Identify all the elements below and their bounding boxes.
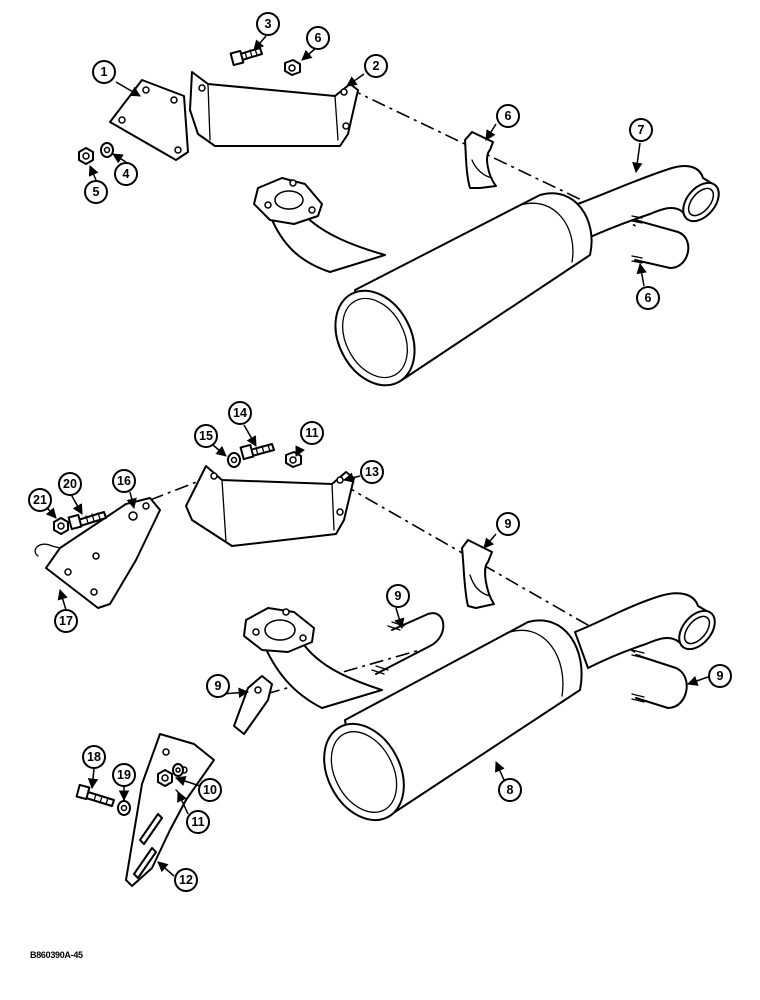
svg-text:6: 6	[315, 31, 322, 45]
svg-text:12: 12	[179, 873, 193, 887]
upper-nut-washer	[78, 142, 114, 165]
svg-text:11: 11	[191, 815, 204, 829]
lower-bolt-nut-left	[53, 511, 107, 535]
lower-small-hanger	[233, 675, 273, 735]
svg-text:9: 9	[395, 589, 402, 603]
callout-9-right-u-bolt: 9	[708, 664, 732, 688]
svg-text:1: 1	[101, 65, 108, 79]
lower-bolt-washer-top	[227, 443, 275, 468]
callout-10: 10	[198, 778, 222, 802]
lower-mounting-plate	[34, 497, 161, 609]
figure-code: B860390A-45	[30, 950, 83, 960]
callout-5: 5	[84, 180, 108, 204]
svg-text:13: 13	[365, 465, 379, 479]
lower-u-bolt-center	[371, 612, 445, 675]
callout-1: 1	[92, 60, 116, 84]
upper-bolt	[229, 47, 263, 67]
lower-inlet-pipe	[243, 607, 383, 709]
callout-2: 2	[364, 54, 388, 78]
callout-6-u-bolt: 6	[636, 286, 660, 310]
callout-6-hanger: 6	[496, 104, 520, 128]
svg-text:15: 15	[199, 429, 213, 443]
callout-18: 18	[82, 745, 106, 769]
callout-13: 13	[360, 460, 384, 484]
callout-4: 4	[114, 162, 138, 186]
upper-nut-top	[284, 59, 301, 76]
lower-hanger-bracket	[461, 539, 495, 609]
svg-text:18: 18	[87, 750, 101, 764]
svg-text:9: 9	[505, 517, 512, 531]
svg-text:19: 19	[117, 768, 131, 782]
svg-text:5: 5	[93, 185, 100, 199]
svg-text:2: 2	[373, 59, 380, 73]
upper-tailpipe	[574, 165, 720, 239]
callout-9-center-u-bolt: 9	[386, 584, 410, 608]
svg-text:4: 4	[123, 167, 130, 181]
callout-17: 17	[54, 609, 78, 633]
upper-assembly	[78, 47, 720, 387]
upper-support-bracket	[189, 71, 359, 147]
callout-15: 15	[194, 424, 218, 448]
svg-text:6: 6	[505, 109, 512, 123]
callout-14: 14	[228, 401, 252, 425]
callout-16: 16	[112, 469, 136, 493]
upper-hanger-bracket	[464, 131, 497, 189]
svg-text:9: 9	[717, 669, 724, 683]
svg-text:16: 16	[117, 474, 131, 488]
svg-text:9: 9	[215, 679, 222, 693]
upper-muffler	[334, 192, 593, 387]
svg-text:6: 6	[645, 291, 652, 305]
callout-7: 7	[629, 118, 653, 142]
callout-9-hanger: 9	[496, 512, 520, 536]
callout-11-bottom: 11	[186, 810, 210, 834]
callout-11-top: 11	[300, 421, 324, 445]
lower-support-bracket	[185, 465, 355, 547]
lower-assembly	[34, 443, 716, 887]
callout-6-nut: 6	[306, 26, 330, 50]
svg-text:20: 20	[63, 477, 77, 491]
lower-bolt-washer-bottom	[75, 763, 184, 816]
upper-u-bolt	[631, 215, 690, 269]
lower-u-bolt-right	[631, 649, 688, 709]
callout-12: 12	[174, 868, 198, 892]
svg-text:11: 11	[305, 426, 318, 440]
svg-text:14: 14	[233, 406, 247, 420]
svg-text:10: 10	[203, 783, 217, 797]
lower-tailpipe	[574, 592, 716, 669]
callout-20: 20	[58, 472, 82, 496]
callout-21: 21	[28, 488, 52, 512]
callout-8: 8	[498, 778, 522, 802]
callout-19: 19	[112, 763, 136, 787]
callout-9-small-hanger: 9	[206, 674, 230, 698]
lower-muffler	[323, 619, 583, 822]
svg-text:3: 3	[265, 17, 272, 31]
lower-nut-top	[285, 451, 302, 468]
leader-lines	[41, 35, 709, 877]
svg-text:7: 7	[638, 123, 645, 137]
callout-3: 3	[256, 12, 280, 36]
svg-text:21: 21	[33, 493, 47, 507]
lower-lower-plate	[125, 733, 215, 887]
svg-text:8: 8	[507, 783, 514, 797]
upper-inlet-pipe	[253, 177, 386, 273]
lower-alignment-line-upper	[341, 483, 641, 656]
svg-text:17: 17	[59, 614, 73, 628]
upper-mounting-plate	[109, 79, 189, 161]
